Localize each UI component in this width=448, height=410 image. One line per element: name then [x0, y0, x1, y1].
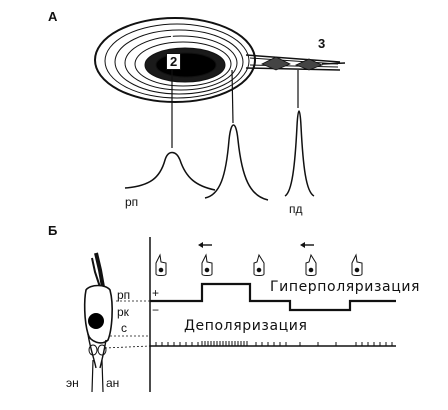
receptor-potential-label: рп [125, 195, 139, 209]
minus-sign: − [152, 303, 160, 317]
leader-lines [104, 300, 151, 349]
hair-cell [83, 252, 113, 393]
hair-bundle-label: рп [117, 288, 131, 302]
spike-ticks [155, 341, 393, 346]
afferent-ending-label: ан [106, 376, 120, 390]
membrane-trace [150, 282, 396, 312]
cilia-bundles [155, 253, 363, 276]
region-3-label: 3 [318, 36, 326, 51]
region-1-label: 1 [168, 29, 176, 44]
axon [245, 54, 346, 71]
potential-traces [124, 110, 315, 201]
region-2-label: 2 [166, 53, 182, 70]
hyperpolarization-label: Гиперполяризация [270, 279, 421, 295]
electrode-lines [171, 64, 299, 148]
cuticular-plate-label: рк [117, 305, 129, 319]
action-potential-label: пд [289, 202, 303, 216]
panel-b-letter: Б [48, 223, 58, 238]
plus-sign: + [152, 286, 160, 300]
depolarization-label: Деполяризация [184, 318, 308, 334]
efferent-ending-label: эн [66, 376, 79, 390]
stimulus-arrows [198, 242, 314, 248]
synapse-label: с [121, 321, 127, 335]
panel-a-letter: А [48, 9, 58, 24]
